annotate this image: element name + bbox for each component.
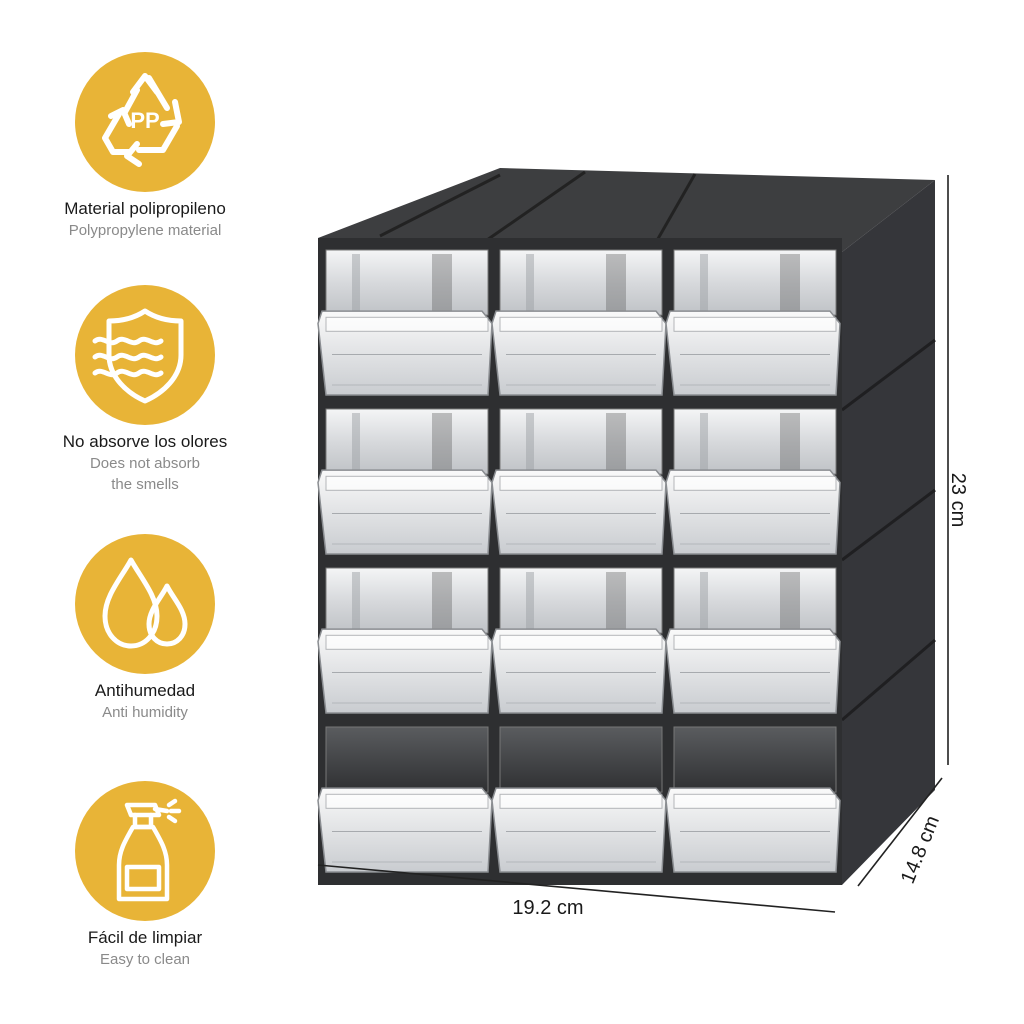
spray-bottle-icon: [75, 781, 215, 921]
feature-subtitle: Easy to clean: [99, 951, 191, 968]
drawer-front[interactable]: [665, 310, 841, 396]
feature-subtitle: Polypropylene material: [68, 222, 222, 239]
drawer[interactable]: [317, 408, 493, 555]
drawer-front[interactable]: [665, 628, 841, 714]
drawer-front[interactable]: [491, 310, 667, 396]
drawer[interactable]: [665, 567, 841, 714]
drawer-front[interactable]: [491, 787, 667, 873]
pp-text: PP: [130, 108, 159, 133]
feature-subtitle-line2: the smells: [111, 476, 179, 493]
drawer-front[interactable]: [317, 628, 493, 714]
depth-dimension-line: [857, 777, 943, 887]
recycle-pp-icon: PP: [75, 52, 215, 192]
drawer-front[interactable]: [317, 787, 493, 873]
drawer[interactable]: [491, 567, 667, 714]
drawer[interactable]: [317, 249, 493, 396]
feature-title: Material polipropileno: [64, 199, 226, 218]
feature-subtitle: Anti humidity: [102, 704, 188, 721]
drawer-front[interactable]: [491, 469, 667, 555]
drawer-front[interactable]: [665, 787, 841, 873]
feature-title: No absorve los olores: [62, 432, 228, 451]
drawer-grid: [317, 249, 841, 873]
water-drops-icon: [75, 534, 215, 674]
depth-label: 14.8 cm: [897, 813, 944, 887]
feature-title: Fácil de limpiar: [87, 928, 203, 947]
feature-subtitle: Does not absorb: [89, 455, 201, 472]
drawer[interactable]: [665, 249, 841, 396]
drawer[interactable]: [491, 249, 667, 396]
feature-no-odor: No absorve los olores Does not absorb th…: [20, 285, 270, 495]
drawer[interactable]: [491, 726, 667, 873]
odor-shield-icon: [75, 285, 215, 425]
feature-polypropylene: PP Material polipropileno Polypropylene …: [20, 52, 270, 241]
drawer[interactable]: [317, 726, 493, 873]
drawer[interactable]: [491, 408, 667, 555]
drawer[interactable]: [665, 408, 841, 555]
feature-anti-humidity: Antihumedad Anti humidity: [20, 534, 270, 723]
feature-title: Antihumedad: [94, 681, 196, 700]
drawer[interactable]: [665, 726, 841, 873]
width-dimension-line: [317, 864, 836, 913]
drawer[interactable]: [317, 567, 493, 714]
drawer-front[interactable]: [491, 628, 667, 714]
feature-easy-clean: Fácil de limpiar Easy to clean: [20, 781, 270, 970]
cabinet-side: [842, 180, 935, 885]
drawer-front[interactable]: [317, 469, 493, 555]
height-label: 23 cm: [947, 473, 969, 527]
width-label: 19.2 cm: [512, 897, 583, 919]
drawer-front[interactable]: [317, 310, 493, 396]
drawer-front[interactable]: [665, 469, 841, 555]
